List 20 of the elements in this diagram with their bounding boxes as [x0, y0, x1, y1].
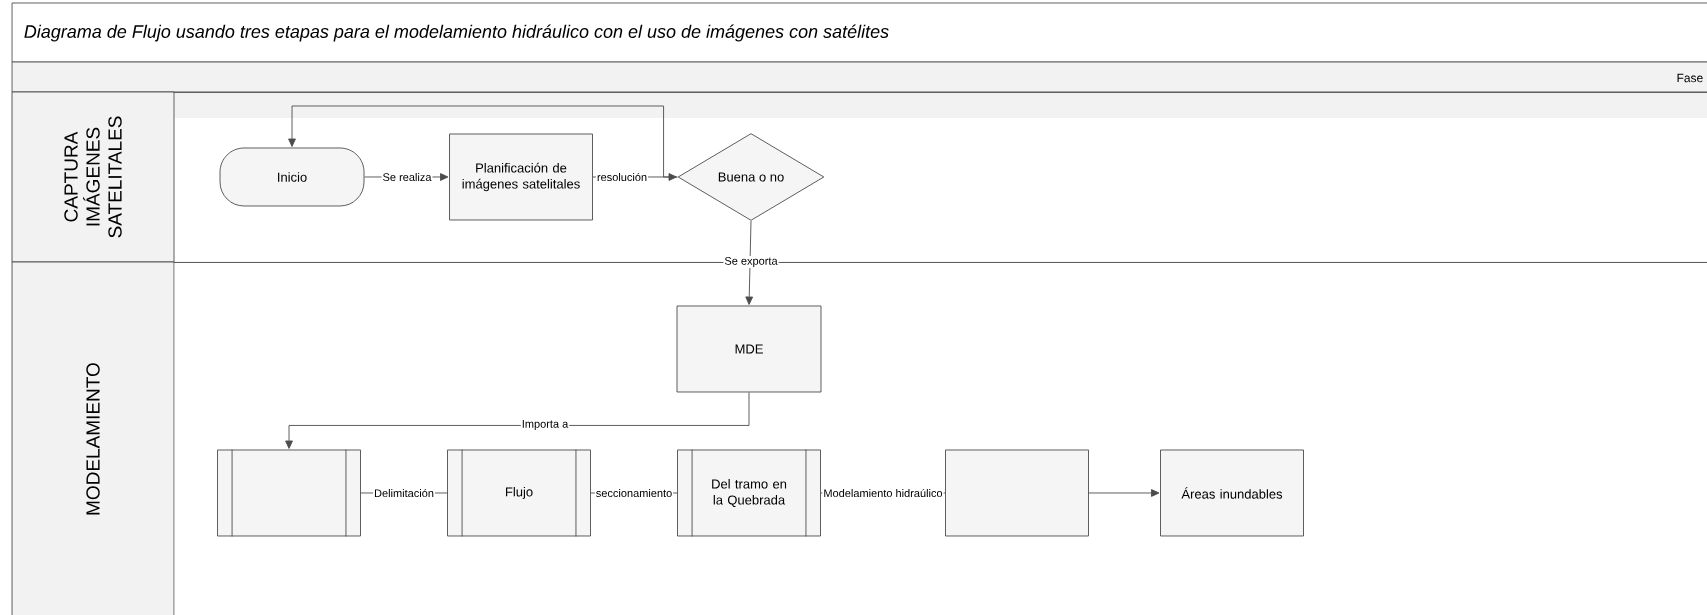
- subprocess-box: Flujo: [447, 449, 591, 537]
- subprocess-box: [217, 449, 361, 537]
- process-box: Planificación de imágenes satelitales: [449, 133, 593, 221]
- arrow: [1088, 489, 1160, 497]
- edge-label: Importa a: [520, 419, 570, 431]
- edge-label: Se realiza: [381, 171, 433, 183]
- terminal-box: Inicio: [219, 147, 365, 207]
- process-box: Áreas inundables: [1160, 449, 1304, 537]
- subprocess-box: Del tramo en la Quebrada: [677, 449, 821, 537]
- process-box: MDE: [676, 305, 822, 393]
- edge-label: resolución: [595, 171, 649, 183]
- arrow: [745, 220, 754, 305]
- process-box: [945, 449, 1089, 537]
- arrow: [285, 392, 750, 449]
- phase-header: Fase: [11, 61, 1707, 93]
- title-band: Diagrama de Flujo usando tres etapas para el modelamiento hidráulico con el uso de imágenes con satélites: [11, 2, 1707, 63]
- arrow: [288, 105, 678, 178]
- edge-label: Delimitación: [373, 487, 435, 499]
- edge-label: Se exporta: [723, 256, 779, 268]
- edge-label: seccionamiento: [594, 487, 674, 499]
